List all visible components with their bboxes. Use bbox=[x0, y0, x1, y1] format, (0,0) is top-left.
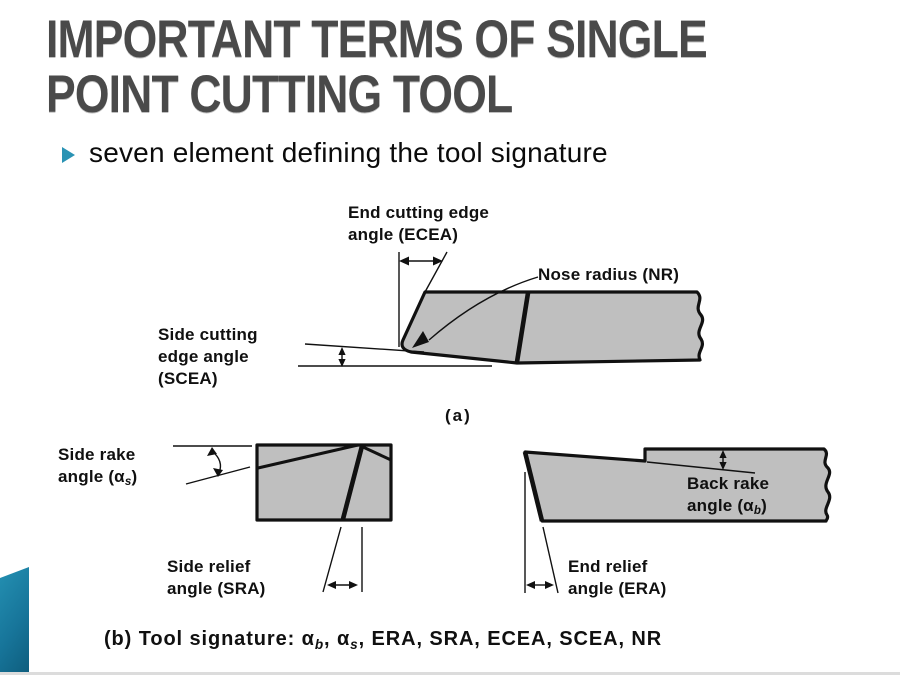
bottom-divider-line bbox=[0, 672, 900, 675]
side-flank-line bbox=[340, 445, 365, 520]
nose-insert-divider-line bbox=[514, 292, 531, 363]
sra-arrowhead-left bbox=[327, 581, 336, 589]
caption-alpha-s-subscript: s bbox=[350, 636, 359, 652]
subfigure-a-label: (a) bbox=[445, 406, 472, 425]
tool-side-view-right-body bbox=[523, 447, 832, 523]
side-relief-label-line1: Side relief bbox=[167, 557, 251, 576]
ecea-arrowhead-right bbox=[433, 256, 443, 266]
end-relief-label-line2: angle (ERA) bbox=[568, 579, 667, 599]
side-relief-label-line2: angle (SRA) bbox=[167, 579, 266, 599]
side-rake-label-line2: angle (αs) bbox=[58, 467, 138, 489]
back-rake-arrowhead-down bbox=[719, 462, 727, 470]
side-rake-arrowhead-bottom bbox=[213, 468, 223, 477]
ecea-label-line2: angle (ECEA) bbox=[348, 225, 459, 245]
ecea-label: End cutting edge angle (ECEA) bbox=[348, 202, 489, 246]
back-rake-label-line1: Back rake bbox=[687, 474, 770, 493]
scea-slanted-reference-line bbox=[304, 343, 425, 353]
ecea-edge-extension-line bbox=[424, 251, 448, 293]
slide-title: IMPORTANT TERMS OF SINGLE POINT CUTTING … bbox=[46, 10, 708, 125]
nose-radius-leader-line bbox=[428, 276, 539, 341]
scea-label-line1: Side cutting bbox=[158, 325, 258, 344]
scea-label-line2: edge angle bbox=[158, 347, 249, 367]
bullet-arrow-icon bbox=[62, 146, 75, 163]
scea-arrowhead-down bbox=[338, 359, 346, 367]
alpha-b-subscript: b bbox=[753, 505, 762, 518]
back-rake-reference-line bbox=[646, 461, 756, 474]
side-rake-arrowhead-top bbox=[207, 447, 217, 456]
nose-radius-arrowhead bbox=[412, 331, 429, 348]
side-rake-face-line bbox=[257, 443, 359, 470]
tool-side-view-left-body bbox=[255, 443, 393, 522]
figure-b-caption: (b) Tool signature: αb, αs, ERA, SRA, EC… bbox=[104, 628, 663, 652]
ecea-arrowhead-left bbox=[399, 256, 409, 266]
back-rake-arrowhead-up bbox=[719, 450, 727, 458]
era-slanted-extension-line bbox=[542, 526, 559, 594]
tool-top-view-body bbox=[400, 290, 705, 365]
alpha-s-subscript: s bbox=[124, 476, 132, 489]
era-arrowhead-right bbox=[545, 581, 554, 589]
slide-title-line1: IMPORTANT TERMS OF SINGLE bbox=[46, 10, 708, 69]
sra-slanted-extension-line bbox=[322, 526, 342, 593]
bullet-text: seven element defining the tool signatur… bbox=[89, 137, 608, 168]
side-rake-label-line1: Side rake bbox=[58, 445, 136, 464]
back-rake-label: Back rake angle (αb) bbox=[687, 473, 769, 517]
back-rake-label-line2: angle (αb) bbox=[687, 496, 767, 518]
side-relief-label: Side relief angle (SRA) bbox=[167, 556, 266, 600]
ecea-label-line1: End cutting edge bbox=[348, 203, 490, 222]
scea-arrowhead-up bbox=[338, 347, 346, 355]
corner-facet-line bbox=[362, 445, 392, 462]
scea-label: Side cutting edge angle (SCEA) bbox=[158, 324, 258, 390]
end-flank-edge bbox=[522, 451, 545, 522]
era-arrowhead-left bbox=[526, 581, 535, 589]
end-relief-label: End relief angle (ERA) bbox=[568, 556, 667, 600]
end-relief-label-line1: End relief bbox=[568, 557, 648, 576]
scea-label-line3: (SCEA) bbox=[158, 369, 218, 389]
bullet-item: seven element defining the tool signatur… bbox=[62, 137, 608, 169]
slide-title-line2: POINT CUTTING TOOL bbox=[46, 65, 513, 125]
caption-alpha-b-subscript: b bbox=[314, 636, 325, 652]
sra-arrowhead-right bbox=[349, 581, 358, 589]
side-rake-label: Side rake angle (αs) bbox=[58, 444, 137, 488]
nose-radius-label: Nose radius (NR) bbox=[538, 265, 680, 284]
corner-accent-shape bbox=[0, 567, 29, 675]
